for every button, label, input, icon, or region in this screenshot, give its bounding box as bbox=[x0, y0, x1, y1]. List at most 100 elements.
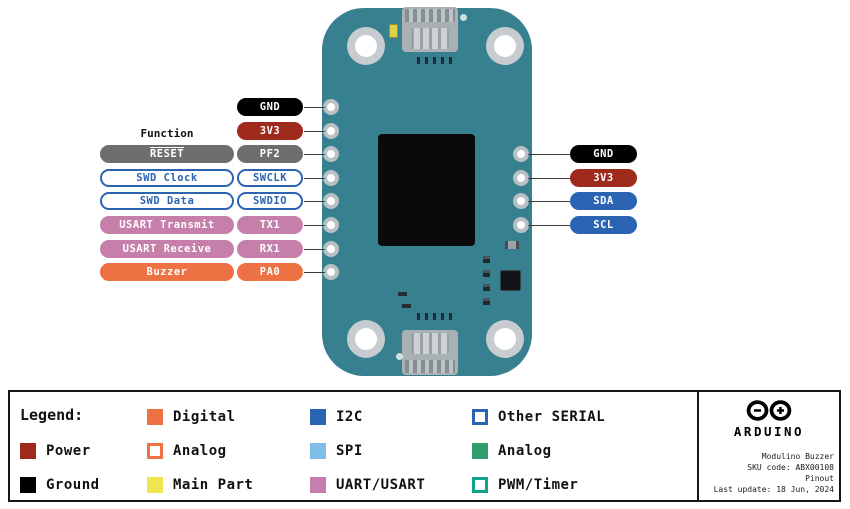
solder-pad bbox=[323, 146, 339, 162]
pad-hole bbox=[327, 245, 335, 253]
mounting-hole bbox=[347, 27, 385, 65]
solder-pad bbox=[513, 193, 529, 209]
fiducial-dot bbox=[460, 14, 467, 21]
legend-item-ground: Ground bbox=[20, 476, 100, 494]
arduino-logo-icon bbox=[746, 400, 792, 421]
pin-label-swdio: SWDIO bbox=[237, 192, 303, 210]
legend-box bbox=[8, 390, 841, 502]
leader-line bbox=[304, 153, 325, 155]
leader-line bbox=[528, 153, 570, 155]
pad-hole bbox=[327, 197, 335, 205]
connector-pin bbox=[441, 57, 444, 64]
mounting-hole-center bbox=[494, 35, 516, 57]
brand-info: Modulino Buzzer SKU code: ABX00108 Pinou… bbox=[714, 451, 834, 495]
solder-pad bbox=[323, 217, 339, 233]
connector-pin bbox=[417, 313, 420, 320]
pin-label-tx1: TX1 bbox=[237, 216, 303, 234]
main-part-swatch bbox=[147, 477, 163, 493]
smt-component bbox=[483, 284, 490, 291]
function-label-swd-clock: SWD Clock bbox=[100, 169, 234, 187]
pin-label-gnd-right: GND bbox=[570, 145, 637, 163]
leader-line bbox=[304, 106, 325, 108]
pad-hole bbox=[517, 221, 525, 229]
connector-ridges bbox=[405, 360, 455, 373]
brand-name: ARDUINO bbox=[733, 424, 805, 439]
function-label-usart-receive: USART Receive bbox=[100, 240, 234, 258]
connector-pin bbox=[441, 313, 444, 320]
qwiic-connector-top bbox=[402, 7, 458, 52]
legend-item-uart: UART/USART bbox=[310, 476, 425, 494]
connector-contacts bbox=[411, 28, 449, 49]
smt-component bbox=[483, 270, 490, 277]
pin-label-pa0: PA0 bbox=[237, 263, 303, 281]
power-swatch bbox=[20, 443, 36, 459]
leader-line bbox=[304, 177, 325, 179]
pin-label-swclk: SWCLK bbox=[237, 169, 303, 187]
legend-item-analog-green: Analog bbox=[472, 442, 552, 460]
connector-pin bbox=[425, 313, 428, 320]
ground-swatch bbox=[20, 477, 36, 493]
smt-component bbox=[398, 292, 407, 296]
solder-pad bbox=[513, 170, 529, 186]
leader-line bbox=[304, 224, 325, 226]
digital-swatch bbox=[147, 409, 163, 425]
legend-item-main-part: Main Part bbox=[147, 476, 253, 494]
legend-title: Legend: bbox=[20, 406, 84, 424]
legend-item-other-serial: Other SERIAL bbox=[472, 408, 605, 426]
connector-pin bbox=[425, 57, 428, 64]
pin-label-sda: SDA bbox=[570, 192, 637, 210]
analog-outline-swatch bbox=[147, 443, 163, 459]
mounting-hole-center bbox=[494, 328, 516, 350]
leader-line bbox=[304, 130, 325, 132]
doc-type: Pinout bbox=[805, 474, 834, 483]
qwiic-connector-bottom bbox=[402, 330, 458, 375]
function-label-reset: RESET bbox=[100, 145, 234, 163]
mounting-hole-center bbox=[355, 35, 377, 57]
led-component bbox=[389, 24, 398, 38]
leader-line bbox=[528, 200, 570, 202]
mounting-hole bbox=[486, 320, 524, 358]
i2c-swatch bbox=[310, 409, 326, 425]
leader-line bbox=[304, 271, 325, 273]
product-name: Modulino Buzzer bbox=[761, 452, 834, 461]
smt-component bbox=[483, 256, 490, 263]
pad-hole bbox=[327, 221, 335, 229]
legend-item-power: Power bbox=[20, 442, 91, 460]
other-serial-swatch bbox=[472, 409, 488, 425]
legend-item-i2c: I2C bbox=[310, 408, 363, 426]
function-label-swd-data: SWD Data bbox=[100, 192, 234, 210]
resistor-component bbox=[505, 241, 519, 249]
connector-pin bbox=[433, 57, 436, 64]
pad-hole bbox=[517, 197, 525, 205]
pin-label-rx1: RX1 bbox=[237, 240, 303, 258]
smt-component bbox=[402, 304, 411, 308]
pin-label-3v3-left: 3V3 bbox=[237, 122, 303, 140]
pad-hole bbox=[327, 150, 335, 158]
pad-hole bbox=[327, 127, 335, 135]
connector-pin bbox=[417, 57, 420, 64]
legend-item-spi: SPI bbox=[310, 442, 363, 460]
ic-component bbox=[500, 270, 521, 291]
mounting-hole-center bbox=[355, 328, 377, 350]
pin-label-pf2: PF2 bbox=[237, 145, 303, 163]
pin-label-scl: SCL bbox=[570, 216, 637, 234]
pad-hole bbox=[327, 103, 335, 111]
leader-line bbox=[304, 200, 325, 202]
function-column-header: Function bbox=[140, 127, 194, 140]
pin-label-gnd-left: GND bbox=[237, 98, 303, 116]
solder-pad bbox=[323, 241, 339, 257]
reset-text: RESET bbox=[149, 148, 185, 160]
connector-pin bbox=[433, 313, 436, 320]
function-label-usart-transmit: USART Transmit bbox=[100, 216, 234, 234]
leader-line bbox=[304, 248, 325, 250]
solder-pad bbox=[323, 264, 339, 280]
spi-swatch bbox=[310, 443, 326, 459]
solder-pad bbox=[323, 99, 339, 115]
pwm-timer-swatch bbox=[472, 477, 488, 493]
uart-swatch bbox=[310, 477, 326, 493]
connector-contacts bbox=[411, 333, 449, 354]
legend-item-digital: Digital bbox=[147, 408, 236, 426]
pin-label-3v3-right: 3V3 bbox=[570, 169, 637, 187]
pad-hole bbox=[327, 174, 335, 182]
